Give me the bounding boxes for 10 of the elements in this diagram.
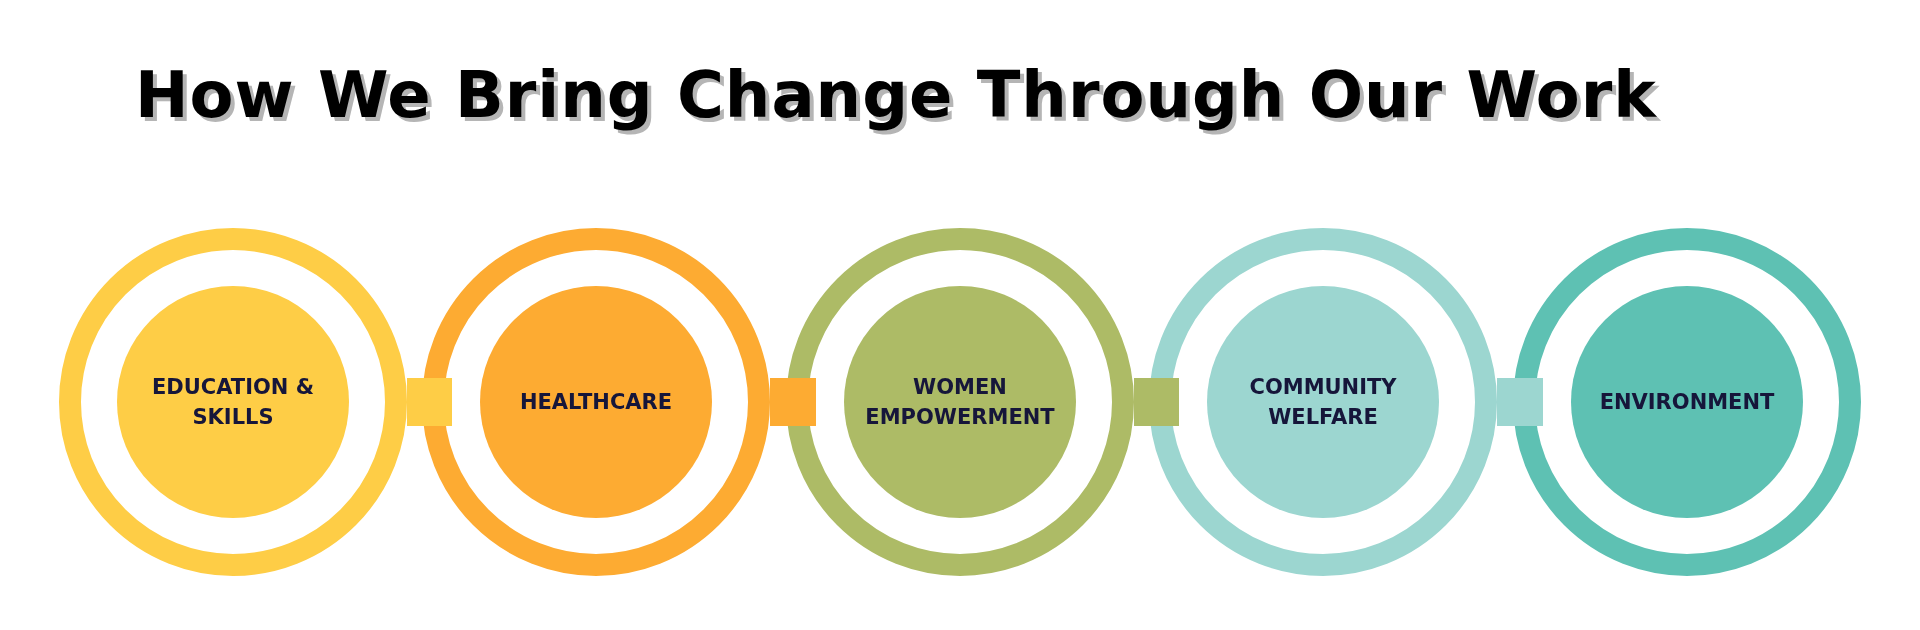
title: How We Bring Change Through Our Work (135, 58, 1657, 132)
connector-bar (770, 378, 816, 426)
connector-bar (407, 378, 452, 426)
step-label: WOMEN EMPOWERMENT (864, 373, 1056, 431)
step-label: COMMUNITY WELFARE (1248, 373, 1398, 431)
step-label: EDUCATION & SKILLS (150, 373, 316, 431)
connector-bar (1497, 378, 1543, 426)
connector-bar (1134, 378, 1179, 426)
step-label: ENVIRONMENT (1599, 388, 1775, 416)
step-label: HEALTHCARE (519, 388, 673, 416)
